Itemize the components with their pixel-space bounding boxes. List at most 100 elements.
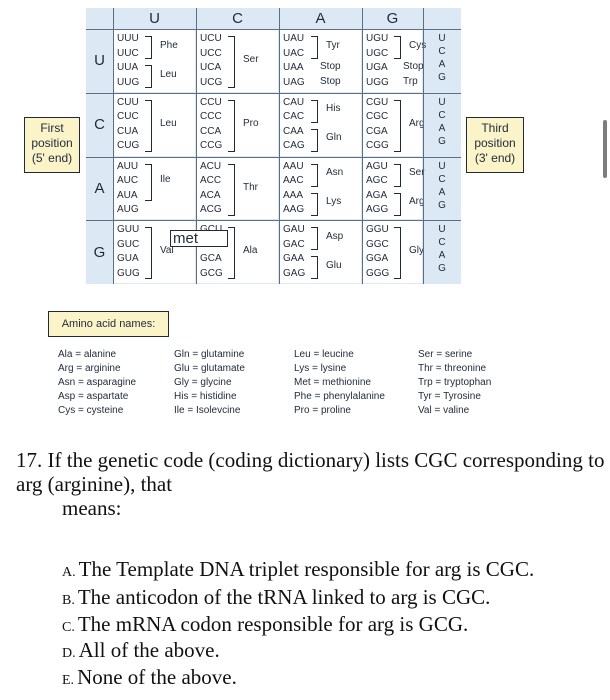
legend-column-3: Leu = leucine Lys = lysine Met = methion… <box>294 348 385 418</box>
codon: GUU <box>117 224 140 236</box>
legend-column-4: Ser = serine Thr = threonine Trp = trypt… <box>418 348 491 418</box>
legend-entry: His = histidine <box>174 391 237 402</box>
codon: AUG <box>117 204 139 215</box>
codon-bracket <box>145 99 152 152</box>
codon-bracket <box>228 36 235 88</box>
legend-entry: Ile = Isolevcine <box>174 405 241 416</box>
codon: CGC <box>366 111 389 123</box>
codon: GGC <box>366 238 389 250</box>
codon-bracket <box>145 227 152 280</box>
codon: UGU <box>366 33 389 44</box>
question-stem: 17. If the genetic code (coding dictiona… <box>16 448 606 520</box>
amino-acid-label: Asp <box>326 230 344 242</box>
codon: UGG <box>366 76 389 88</box>
amino-acid-label: Cys <box>409 39 427 51</box>
legend-entry: Glu = glutamate <box>174 363 245 374</box>
amino-acid-label: Asn <box>326 167 344 178</box>
legend-entry: Lys = lysine <box>294 363 347 374</box>
amino-acid-label: Pro <box>243 117 259 129</box>
grid-line-vertical <box>279 8 280 284</box>
option-letter: D. <box>62 646 76 661</box>
third-position-letter: U <box>438 96 446 108</box>
option-letter: C. <box>62 620 75 635</box>
codon: UUA <box>117 62 139 73</box>
answer-option-b[interactable]: B.The anticodon of the tRNA linked to ar… <box>62 585 490 610</box>
third-position-letter: G <box>438 135 446 147</box>
codon-bracket <box>394 163 401 187</box>
answer-option-c[interactable]: C.The mRNA codon responsible for arg is … <box>62 612 468 637</box>
answer-option-a[interactable]: A.The Template DNA triplet responsible f… <box>62 557 534 582</box>
codon-bracket <box>394 36 401 59</box>
third-position-label: Third position (3' end) <box>466 117 524 173</box>
codon: CAU <box>283 96 305 108</box>
codon: ACG <box>200 204 222 215</box>
row-header: C <box>94 116 105 134</box>
codon: GAA <box>283 253 305 265</box>
third-position-letter: A <box>438 122 446 134</box>
codon: AGC <box>366 175 388 186</box>
question-number: 17. <box>16 448 43 472</box>
grid-line-vertical <box>113 8 114 284</box>
amino-acid-label: Ile <box>160 174 171 186</box>
amino-acid-label: His <box>326 103 341 115</box>
amino-acid-label: Leu <box>160 68 177 80</box>
legend-entry: Ser = serine <box>418 349 473 360</box>
amino-acid-label: Gly <box>409 245 424 257</box>
codon-bracket <box>394 227 401 280</box>
codon: GUC <box>117 238 140 250</box>
codon: CCG <box>200 140 223 152</box>
option-letter: B. <box>62 593 75 608</box>
option-text: All of the above. <box>78 638 220 662</box>
option-text: The anticodon of the tRNA linked to arg … <box>77 585 491 609</box>
amino-acid-label: Leu <box>160 117 177 129</box>
codon: GUA <box>117 253 139 265</box>
column-header: G <box>386 10 399 27</box>
amino-acid-label: Gln <box>326 132 342 144</box>
legend-entry: Tyr = Tyrosine <box>418 391 481 402</box>
codon: UUG <box>117 76 140 88</box>
legend-entry: Pro = proline <box>294 405 351 416</box>
answer-option-d[interactable]: D.All of the above. <box>62 638 220 663</box>
codon: GAC <box>283 238 305 250</box>
codon-bracket <box>311 36 318 59</box>
codon: UCU <box>200 33 222 44</box>
first-position-label: First position (5' end) <box>24 117 80 173</box>
legend-entry: Trp = tryptophan <box>418 377 492 388</box>
amino-acid-label: Val <box>160 245 174 257</box>
legend-entry: Leu = leucine <box>294 349 354 360</box>
legend-entry: Phe = phenylalanine <box>294 391 385 402</box>
amino-acid-label: Trp <box>403 75 418 87</box>
option-text: The mRNA codon responsible for arg is GC… <box>77 612 469 636</box>
vertical-scrollbar[interactable] <box>603 120 607 178</box>
row-header: U <box>94 52 105 70</box>
amino-acid-label: Tyr <box>326 39 340 51</box>
amino-acid-label: Glu <box>326 259 342 271</box>
legend-column-1: Ala = alanine Arg = arginine Asn = aspar… <box>58 348 136 418</box>
third-position-letter: G <box>438 72 446 83</box>
answer-option-e[interactable]: E.None of the above. <box>62 665 237 690</box>
codon: AUU <box>117 160 139 172</box>
codon: GAG <box>283 267 306 279</box>
codon: CAA <box>283 125 304 137</box>
amino-acid-label: Arg <box>409 117 425 129</box>
codon-bracket <box>311 192 318 216</box>
amino-acid-label: Lys <box>326 196 342 207</box>
third-position-letter: G <box>438 199 446 211</box>
legend-entry: Ala = alanine <box>58 349 117 360</box>
codon: UGA <box>366 62 388 73</box>
codon: GCG <box>200 267 223 279</box>
legend-entry: Asp = aspartate <box>58 391 129 402</box>
